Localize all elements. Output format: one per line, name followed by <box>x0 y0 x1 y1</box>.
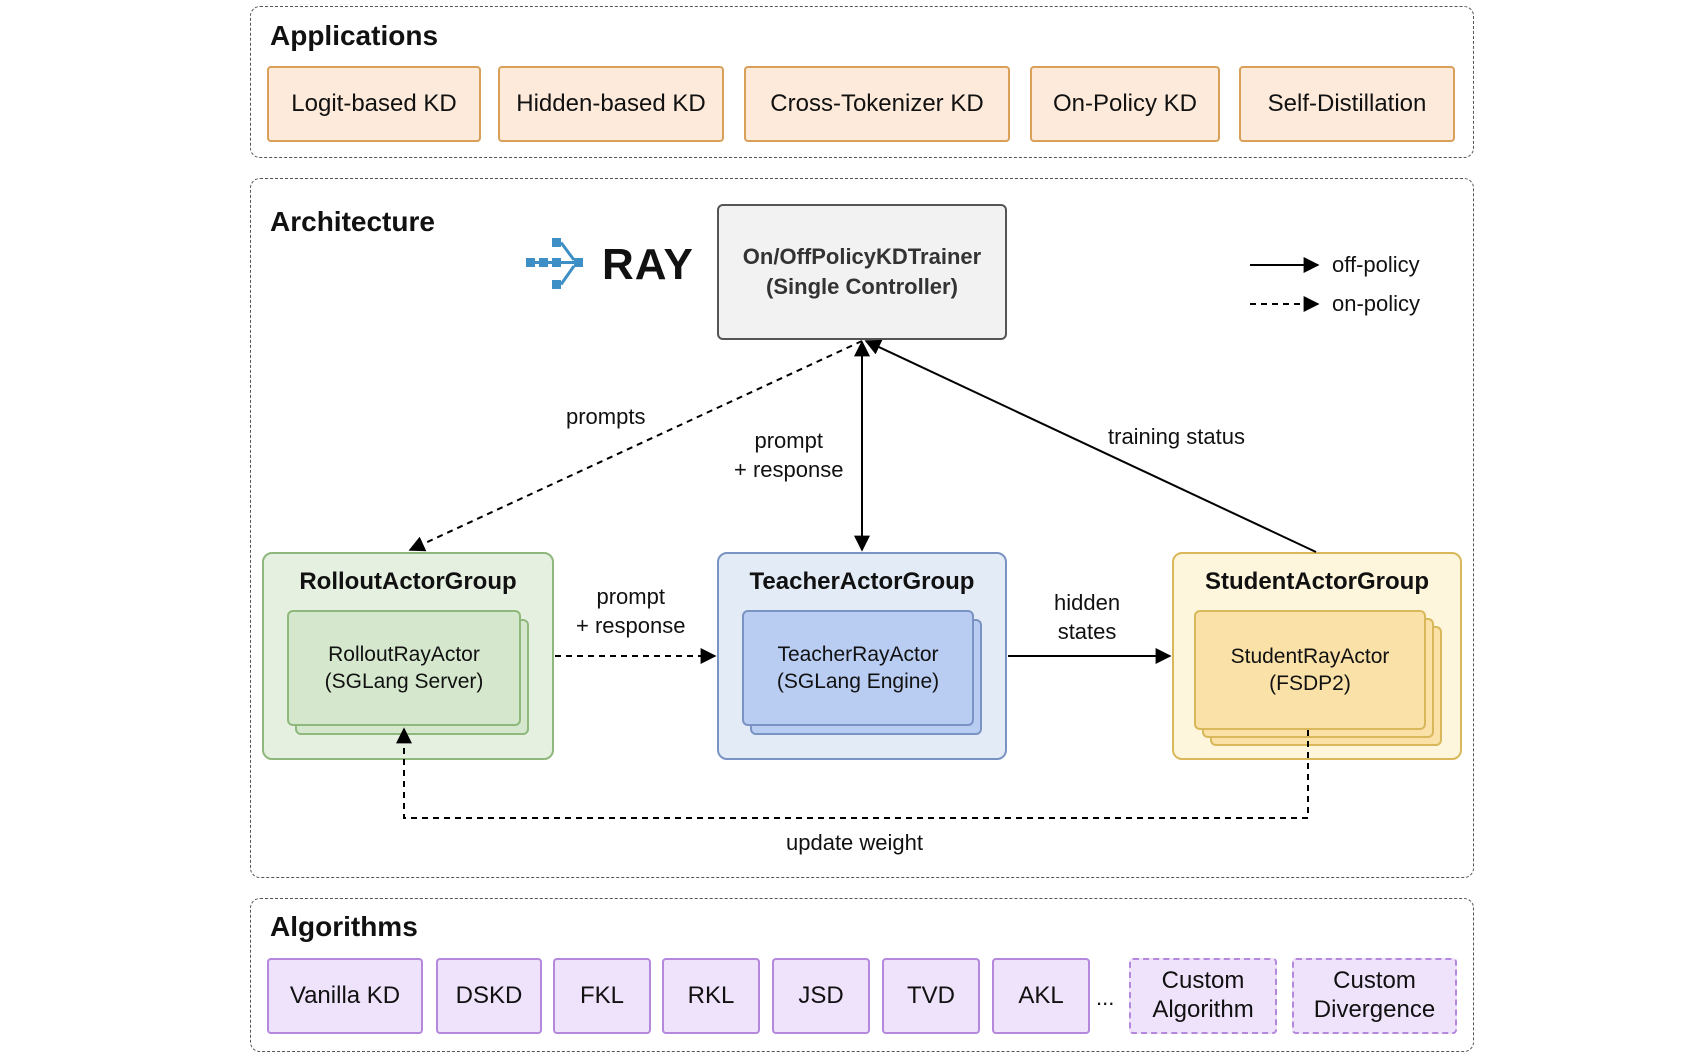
algo-custom-algorithm: Custom Algorithm <box>1129 958 1277 1034</box>
trainer-name: On/OffPolicyKDTrainer <box>742 244 982 270</box>
applications-section <box>250 6 1474 158</box>
algo-akl: AKL <box>992 958 1090 1034</box>
custom-divergence-line1: Custom <box>1333 967 1416 995</box>
app-cross-tokenizer-kd: Cross-Tokenizer KD <box>744 66 1010 142</box>
prompts-arrow <box>408 340 863 552</box>
algo-tvd: TVD <box>882 958 980 1034</box>
student-actor-name: StudentRayActor <box>1230 644 1390 668</box>
algorithms-ellipsis: ... <box>1096 985 1115 1010</box>
app-self-distillation: Self-Distillation <box>1239 66 1455 142</box>
trainer-subtitle: (Single Controller) <box>766 274 958 299</box>
architecture-section <box>250 178 1474 878</box>
prompt-response-top-line2: + response <box>734 456 844 482</box>
teacher-group-title: TeacherActorGroup <box>749 568 975 595</box>
trainer-box: On/OffPolicyKDTrainer (Single Controller… <box>717 204 1007 340</box>
teacher-actor-engine: (SGLang Engine) <box>776 670 940 693</box>
custom-divergence-line2: Divergence <box>1313 996 1436 1023</box>
hidden-states-line1: hidden <box>1054 590 1121 615</box>
ray-logo: RAY <box>526 236 693 296</box>
custom-algorithm-line1: Custom <box>1161 967 1245 995</box>
update-weight-arrow <box>396 727 1309 819</box>
training-status-arrow <box>864 339 1317 553</box>
ray-logo-icon <box>526 238 583 289</box>
algo-vanilla-kd: Vanilla KD <box>267 958 423 1034</box>
prompt-response-top-line1: prompt <box>754 428 823 453</box>
hidden-states-line2: states <box>1057 618 1117 644</box>
teacher-ray-actor: TeacherRayActor (SGLang Engine) <box>742 610 974 726</box>
student-ray-actor: StudentRayActor (FSDP2) <box>1194 610 1426 730</box>
custom-algorithm-line2: Algorithm <box>1152 996 1254 1023</box>
hidden-states-label: hidden states <box>1054 589 1120 646</box>
algo-custom-divergence: Custom Divergence <box>1292 958 1457 1034</box>
legend-on-policy-label: on-policy <box>1332 291 1421 316</box>
update-weight-label: update weight <box>786 830 923 855</box>
algo-jsd: JSD <box>772 958 870 1034</box>
ray-logo-text: RAY <box>602 240 694 289</box>
student-actor-engine: (FSDP2) <box>1269 672 1351 695</box>
training-status-label: training status <box>1108 424 1245 449</box>
legend-off-policy-label: off-policy <box>1332 252 1420 277</box>
student-group-title: StudentActorGroup <box>1205 568 1429 595</box>
prompt-response-top-label: prompt + response <box>734 427 843 484</box>
algorithms-title: Algorithms <box>270 911 418 942</box>
rollout-actor-engine: (SGLang Server) <box>324 670 484 693</box>
prompt-response-mid-line1: prompt <box>596 584 665 609</box>
algo-dskd: DSKD <box>436 958 542 1034</box>
prompt-response-mid-label: prompt + response <box>576 583 685 640</box>
applications-title: Applications <box>270 20 439 51</box>
rollout-group-title: RolloutActorGroup <box>299 568 517 595</box>
rollout-ray-actor: RolloutRayActor (SGLang Server) <box>287 610 521 726</box>
algo-rkl: RKL <box>662 958 760 1034</box>
prompt-response-mid-line2: + response <box>576 612 686 638</box>
prompts-label: prompts <box>566 404 646 429</box>
app-on-policy-kd: On-Policy KD <box>1030 66 1220 142</box>
architecture-title: Architecture <box>270 206 435 237</box>
app-logit-based-kd: Logit-based KD <box>267 66 481 142</box>
rollout-actor-name: RolloutRayActor <box>328 642 480 666</box>
teacher-actor-name: TeacherRayActor <box>777 642 939 666</box>
algorithms-section <box>250 898 1474 1052</box>
app-hidden-based-kd: Hidden-based KD <box>498 66 724 142</box>
algo-fkl: FKL <box>553 958 651 1034</box>
